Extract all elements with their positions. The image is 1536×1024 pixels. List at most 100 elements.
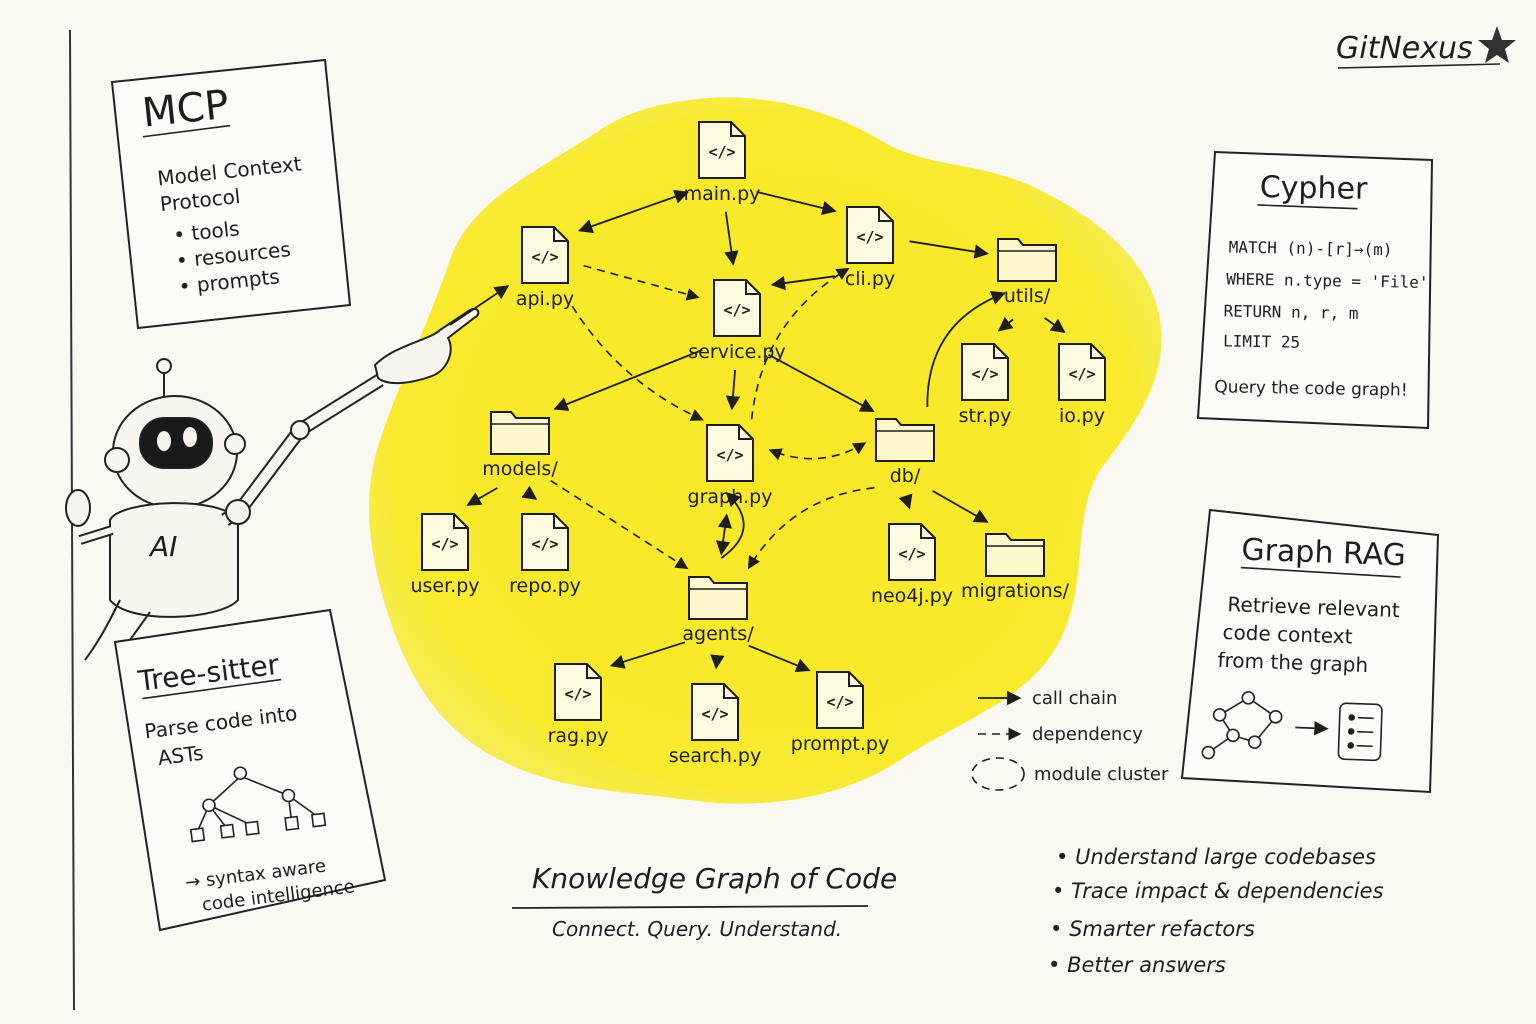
graph-node-label: api.py <box>516 288 574 310</box>
graph-node-label: cli.py <box>845 268 895 290</box>
code-glyph-icon: </> <box>564 685 591 703</box>
graph-node-models[interactable]: models/ <box>482 411 558 480</box>
graph-node-neo4j[interactable]: </>neo4j.py <box>871 523 953 607</box>
graph-node-agents[interactable]: agents/ <box>682 576 754 645</box>
legend: call chain dependency module cluster <box>971 688 1169 791</box>
graph-node-main[interactable]: </> main.py <box>684 121 761 205</box>
graph-node-label: agents/ <box>682 623 754 645</box>
graph-node-db[interactable]: db/ <box>875 418 935 487</box>
graph-edge-api-graph <box>571 305 704 421</box>
robot-pointing-arrow <box>449 285 510 326</box>
robot-face-visor <box>139 417 213 469</box>
graph-edge-models-repo <box>521 485 538 500</box>
code-glyph-icon: </> <box>1068 365 1095 383</box>
graph-nodes: </>main.py</>api.py</>cli.py</>service.p… <box>410 121 1106 767</box>
graph-edge-db-utils <box>926 290 1006 407</box>
code-glyph-icon: </> <box>708 143 735 161</box>
code-glyph-icon: </> <box>431 535 458 553</box>
graph-node-label: service.py <box>688 341 785 363</box>
graph-node-label: rag.py <box>548 725 609 747</box>
graph-edge-utils-io <box>1044 317 1066 333</box>
graph-edge-agents-search <box>710 654 725 670</box>
code-glyph-icon: </> <box>531 535 558 553</box>
code-glyph-icon: </> <box>856 228 883 246</box>
graphrag-title: Graph RAG <box>1241 533 1407 574</box>
mcp-item-0: • tools <box>172 216 241 247</box>
graph-edge-main-cli <box>756 191 837 216</box>
robot-body <box>109 502 239 618</box>
robot-pointing-hand <box>373 308 480 384</box>
cypher-card: Cypher MATCH (n)-[r]→(m) WHERE n.type = … <box>1196 150 1434 430</box>
robot-illustration: AI <box>65 308 480 661</box>
graph-node-rag[interactable]: </> rag.py <box>548 663 609 747</box>
benefit-item: • Trace impact & dependencies <box>1052 879 1384 903</box>
graph-node-search[interactable]: </>search.py <box>669 683 761 767</box>
graph-node-label: main.py <box>684 183 761 205</box>
code-glyph-icon: </> <box>826 693 853 711</box>
graph-node-label: str.py <box>959 405 1012 427</box>
cypher-code-line-0: MATCH (n)-[r]→(m) <box>1229 237 1393 259</box>
graph-edge-api-service <box>583 264 700 301</box>
graph-node-str[interactable]: </>str.py <box>959 343 1012 427</box>
code-glyph-icon: </> <box>701 705 728 723</box>
graph-edge-agents-graph <box>720 491 745 559</box>
benefits-list: • Understand large codebases • Trace imp… <box>1048 845 1384 977</box>
graph-edge-db-agents <box>747 487 875 570</box>
benefit-item: • Smarter refactors <box>1050 917 1255 941</box>
cypher-tagline: Query the code graph! <box>1214 377 1408 400</box>
footer-title: Knowledge Graph of Code <box>532 862 897 895</box>
legend-call-chain-label: call chain <box>1032 688 1117 709</box>
code-glyph-icon: </> <box>716 446 743 464</box>
graph-node-migrations[interactable]: migrations/ <box>961 533 1070 602</box>
graph-node-repo[interactable]: </>repo.py <box>509 513 581 597</box>
graphrag-card: Graph RAG Retrieve relevant code context… <box>1180 508 1440 794</box>
graph-node-api[interactable]: </> api.py <box>516 226 574 310</box>
graph-node-label: models/ <box>482 458 558 480</box>
benefit-item: • Understand large codebases <box>1056 845 1376 869</box>
graph-node-graph[interactable]: </>graph.py <box>688 424 773 508</box>
graph-node-user[interactable]: </> user.py <box>410 513 480 597</box>
graph-node-label: migrations/ <box>961 580 1070 602</box>
graph-node-utils[interactable]: utils/ <box>997 238 1057 307</box>
robot-antenna-icon <box>156 358 172 374</box>
graph-node-label: utils/ <box>1004 285 1051 307</box>
mcp-title: MCP <box>140 82 231 137</box>
graph-edge-models-user <box>466 487 498 506</box>
legend-module-cluster-swatch <box>971 757 1025 791</box>
graphrag-desc-2: from the graph <box>1217 648 1368 677</box>
graph-edge-agents-prompt <box>748 644 811 673</box>
graph-edge-utils-str <box>997 316 1014 332</box>
ast-tree-icon <box>189 766 327 843</box>
folder-icon <box>688 576 748 620</box>
graph-node-label: user.py <box>410 575 479 597</box>
graph-edge-graph-agents <box>715 513 733 556</box>
code-glyph-icon: </> <box>531 248 558 266</box>
graph-edge-service-db <box>768 353 875 413</box>
graph-node-io[interactable]: </> io.py <box>1058 343 1106 427</box>
graph-edge-db-neo4j <box>898 493 913 510</box>
treesitter-desc-line2: ASTs <box>156 741 204 770</box>
star-icon <box>1478 26 1516 63</box>
graph-edge-main-service <box>724 211 739 266</box>
graph-node-label: io.py <box>1059 405 1105 427</box>
graph-edge-agents-rag <box>609 641 686 669</box>
cypher-code-line-2: RETURN n, r, m <box>1223 301 1358 322</box>
folder-icon <box>985 533 1045 577</box>
graph-edge-main-api <box>578 189 689 234</box>
graph-node-cli[interactable]: </> cli.py <box>845 206 895 290</box>
graph-edge-cli-utils <box>909 240 989 259</box>
document-list-icon <box>1337 702 1383 762</box>
graph-node-prompt[interactable]: </>prompt.py <box>791 671 889 755</box>
graph-edges <box>466 189 1066 673</box>
folder-icon <box>490 411 550 455</box>
graph-edge-models-agents <box>550 479 689 570</box>
folder-icon <box>997 238 1057 282</box>
graphrag-desc-1: code context <box>1222 620 1353 649</box>
graph-node-service[interactable]: </>service.py <box>688 279 786 363</box>
graph-edge-db-migrations <box>932 490 989 523</box>
graph-edge-db-graph <box>768 442 867 461</box>
graph-edge-cli-service <box>770 275 836 291</box>
brand-name: GitNexus <box>1336 31 1473 66</box>
footer-subtitle: Connect. Query. Understand. <box>552 917 842 941</box>
